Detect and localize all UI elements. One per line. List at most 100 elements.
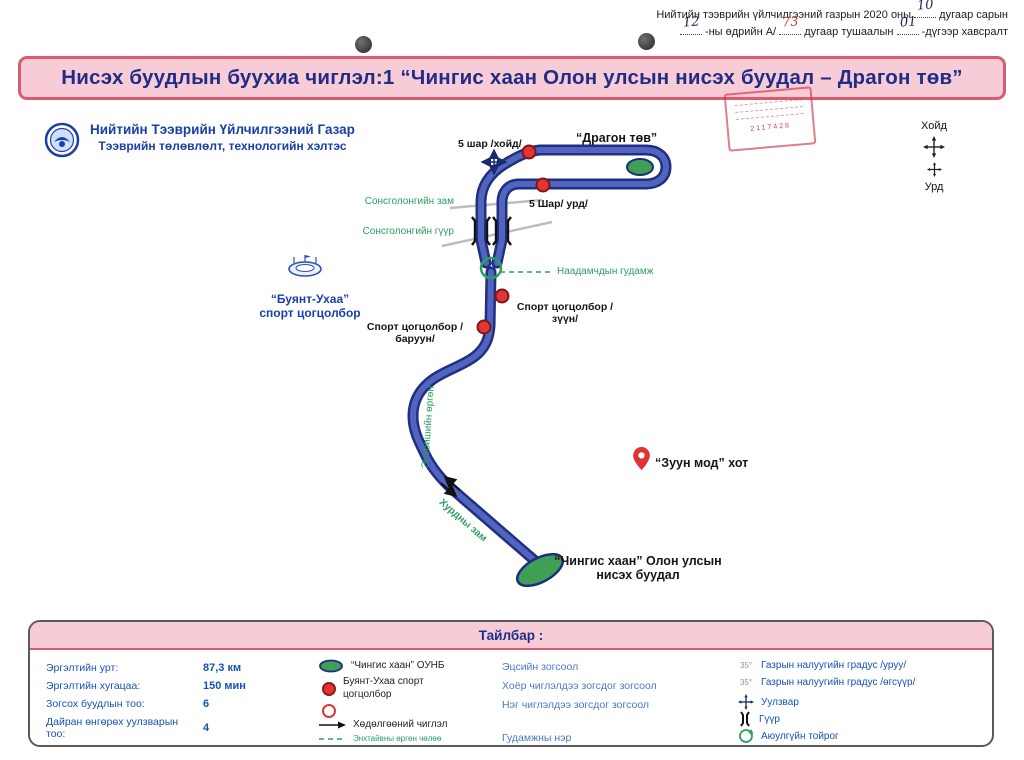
road-mark-label: Уулзвар — [761, 696, 799, 708]
stat-row: Зогсох буудлын тоо: 6 — [46, 698, 209, 710]
label-dragon-center: “Драгон төв” — [576, 131, 658, 145]
handwritten-order-blank: 73 — [779, 14, 802, 36]
binder-hole-right — [638, 33, 655, 50]
label-songolon-bridge: Сонсголонгийн гүүр — [362, 226, 454, 237]
legend-symbol-label: Хөдөлгөөний чиглэл — [353, 719, 448, 730]
stat-row: Дайран өнгөрөх уулзварын тоо: 4 — [46, 716, 209, 740]
stat-label: Эргэлтийн хугацаа: — [46, 680, 141, 692]
road-mark-row: Уулзвар — [738, 694, 799, 710]
label-highway: Хурдны зам — [436, 497, 489, 545]
road-mark-label: Аюулгүйн тойрог — [761, 730, 839, 742]
stat-value: 4 — [203, 722, 210, 734]
junction-cross-icon — [738, 694, 754, 710]
stop-filled-icon — [322, 681, 336, 696]
label-naadamchid-street: Наадамчдын гудамж — [557, 266, 654, 277]
safety-circle-legend-icon — [739, 729, 754, 743]
label-buyant-ukhaa: “Буянт-Ухаа” спорт цогцолбор — [259, 292, 361, 320]
road-mark-row: 35° Газрын налуугийн градус /уруу/ — [738, 660, 906, 671]
route-path-outline — [407, 144, 672, 566]
stop-5shar-north — [521, 144, 537, 160]
legend-symbol-row: Энхтайвны өргөн чөлөө — [318, 734, 441, 744]
legend-symbol-row: Хөдөлгөөний чиглэл — [318, 719, 447, 732]
stadium-icon — [288, 255, 322, 277]
label-stop-5shar-south: 5 Шар/ урд/ — [529, 198, 588, 210]
street-dash-icon — [319, 738, 345, 740]
legend-symbol-row: Буянт-Ухаа спорт цогцолбор — [322, 676, 424, 701]
slope-down-icon: 35° — [739, 661, 753, 670]
handwritten-day-blank: 12 — [679, 14, 702, 36]
appendix-line2-text2: дугаар тушаалын — [804, 26, 894, 39]
route-path-inner — [410, 147, 669, 563]
stop-type-one-direction: Нэг чиглэлдээ зогсдог зогсоол — [502, 699, 650, 711]
bridge-icon-west — [471, 216, 491, 246]
legend-header: Тайлбар : — [30, 622, 992, 650]
stop-type-final: Эцсийн зогсоол — [502, 661, 579, 673]
legend-box: Тайлбар : Эргэлтийн урт: 87,3 км Эргэлти… — [28, 620, 994, 747]
stop-empty-icon — [322, 704, 336, 718]
stat-label: Зогсох буудлын тоо: — [46, 698, 145, 710]
handwritten-order-number: 73 — [781, 14, 800, 31]
legend-street-example: Энхтайвны өргөн чөлөө — [353, 734, 442, 743]
legend-symbol-row: “Чингис хаан” ОУНБ — [318, 659, 444, 673]
road-mark-label: Гүүр — [759, 713, 780, 725]
stat-row: Эргэлтийн урт: 87,3 км — [46, 662, 241, 674]
handwritten-annex-blank: 01 — [896, 14, 919, 36]
appendix-line2-text: -ны өдрийн А/ — [704, 26, 777, 39]
stat-row: Эргэлтийн хугацаа: 150 мин — [46, 680, 246, 692]
title-banner: Нисэх буудлын буухиа чиглэл:1 “Чингис ха… — [18, 56, 1006, 100]
compass-rose-small-icon — [926, 162, 942, 177]
road-mark-row: Гүүр — [738, 711, 780, 727]
org-name: Нийтийн Тээврийн Үйлчилгээний Газар — [90, 122, 355, 137]
appendix-line2-text3: -дүгээр хавсралт — [921, 26, 1008, 39]
stat-label: Дайран өнгөрөх уулзварын тоо: — [46, 716, 179, 740]
handwritten-month: 10 — [916, 0, 935, 14]
page-title: Нисэх буудлын буухиа чиглэл:1 “Чингис ха… — [61, 66, 963, 89]
direction-arrow-up — [443, 475, 461, 491]
handwritten-day: 12 — [682, 14, 700, 31]
stop-5shar-south — [535, 177, 551, 193]
road-mark-row: 35° Газрын налуугийн градус /өгсүүр/ — [738, 677, 915, 688]
crossed-road — [441, 220, 553, 248]
stop-sport-west — [476, 319, 492, 335]
stop-type-street-name: Гудамжны нэр — [502, 732, 572, 744]
stat-label: Эргэлтийн урт: — [46, 662, 119, 674]
handwritten-month-blank: 10 — [914, 0, 937, 18]
dragon-terminal-marker — [626, 158, 654, 176]
appendix-reference: Нийтийн тээврийн үйлчилгээний газрын 202… — [656, 0, 1008, 41]
binder-hole-left — [355, 36, 372, 53]
stop-sport-east — [494, 288, 510, 304]
handwritten-annex-number: 01 — [898, 14, 917, 31]
stamp-line — [735, 113, 804, 120]
bridge-icon-east — [492, 216, 512, 246]
compass: Хойд Урд — [901, 120, 967, 193]
legend-title: Тайлбар : — [478, 627, 544, 643]
org-text: Нийтийн Тээврийн Үйлчилгээний Газар Тээв… — [90, 122, 355, 153]
registration-stamp: 2117428 — [723, 86, 817, 152]
road-mark-label: Газрын налуугийн градус /уруу/ — [761, 660, 907, 671]
org-department: Тээврийн төлөвлөлт, технологийн хэлтэс — [98, 139, 347, 153]
org-identity: Нийтийн Тээврийн Үйлчилгээний Газар Тээв… — [44, 122, 355, 158]
compass-north-label: Хойд — [921, 120, 947, 132]
stop-type-both-directions: Хоёр чиглэлдээ зогсдог зогсоол — [502, 680, 657, 692]
stamp-number: 2117428 — [750, 122, 792, 133]
appendix-line1-text: Нийтийн тээврийн үйлчилгээний газрын 202… — [656, 9, 912, 21]
label-songolon-road: Сонсголонгийн зам — [364, 196, 454, 207]
stamp-line — [735, 106, 804, 113]
stat-value: 87,3 км — [203, 662, 242, 674]
terminal-ellipse-icon — [319, 659, 343, 673]
bridge-legend-icon — [740, 711, 750, 727]
slope-up-icon: 35° — [739, 678, 753, 687]
stamp-line — [734, 99, 803, 107]
appendix-line1: Нийтийн тээврийн үйлчилгээний газрын 202… — [656, 0, 1008, 24]
road-mark-label: Газрын налуугийн градус /өгсүүр/ — [761, 677, 916, 688]
label-stop-5shar-north: 5 шар /хойд/ — [458, 138, 522, 150]
movement-arrow-icon — [319, 721, 346, 729]
appendix-line2: 12 -ны өдрийн А/ 73 дугаар тушаалын 01 -… — [656, 14, 1008, 41]
compass-rose-icon — [923, 136, 945, 158]
safety-circle-icon — [479, 256, 503, 280]
stat-value: 6 — [203, 698, 210, 710]
appendix-line1-text2: дугаар сарын — [939, 9, 1008, 21]
direction-arrow-down — [440, 482, 458, 498]
legend-symbol-label: Буянт-Ухаа спорт цогцолбор — [343, 676, 424, 700]
